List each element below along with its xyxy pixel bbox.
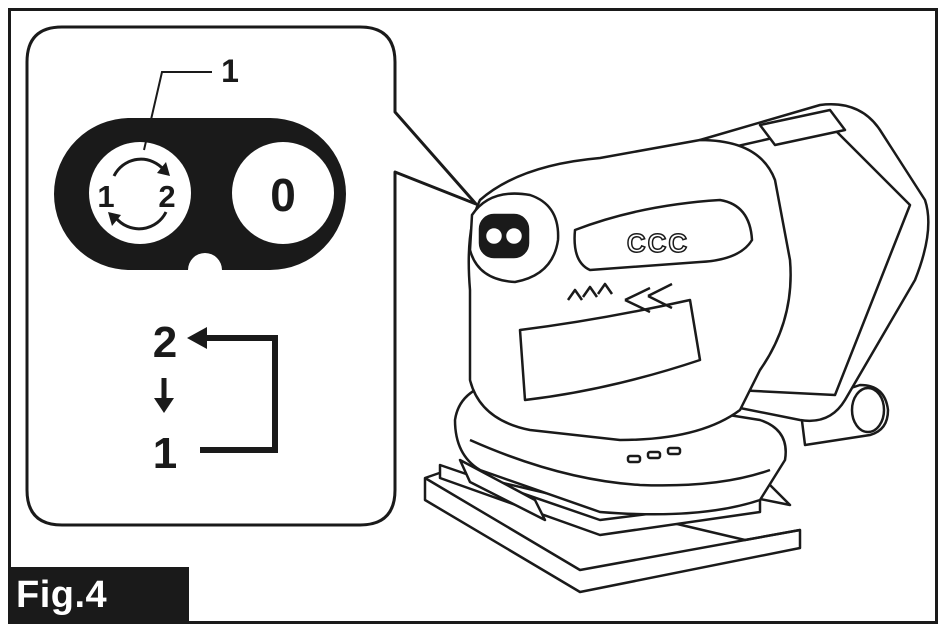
off-button: [232, 142, 334, 244]
sander-illustration: [423, 103, 930, 594]
callout-number: 1: [221, 53, 239, 89]
switch-speed-1: 1: [97, 179, 114, 214]
switch-speed-2: 2: [158, 179, 175, 214]
rotation-arrows-icon: [112, 157, 168, 231]
sander-pad: [438, 463, 762, 537]
sequence-top-number: 2: [153, 318, 177, 367]
down-arrow-icon: [154, 378, 174, 413]
sander-handle: [573, 198, 754, 272]
sander-main-body: [467, 138, 792, 442]
arrowhead-bottom: [108, 212, 121, 226]
grip-panel: [518, 298, 702, 402]
figure-label: Fig.4: [8, 567, 189, 624]
figure-frame: [8, 8, 938, 624]
sequence-bottom-number: 1: [153, 429, 177, 478]
base-indicators: [626, 446, 682, 464]
callout-leader-line: [143, 71, 212, 151]
paper-clamp-left: [458, 458, 547, 522]
handle-mark: CCC: [627, 228, 689, 258]
arrowhead-top: [157, 162, 170, 176]
return-arrow-icon: [187, 327, 278, 453]
switch-off-0: 0: [270, 169, 296, 221]
vent-slots: [566, 282, 673, 314]
